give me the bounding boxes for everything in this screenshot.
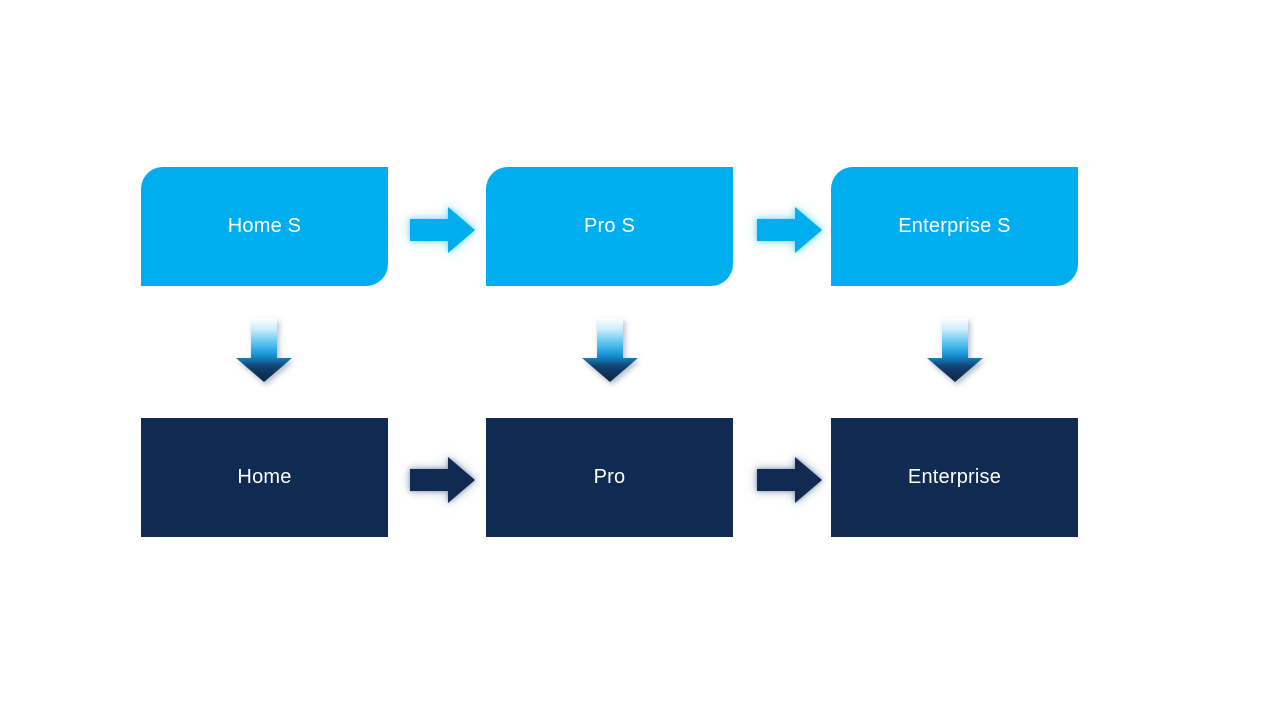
right-arrow-icon [410, 457, 475, 503]
stage-box-home: Home [141, 418, 388, 537]
down-arrow-icon [236, 318, 292, 382]
stage-box-label: Pro S [583, 215, 636, 237]
stage-box-pro-s: Pro S [486, 167, 733, 286]
down-arrow-icon [582, 318, 638, 382]
stage-box-enterprise: Enterprise [831, 418, 1078, 537]
stage-box-home-s: Home S [141, 167, 388, 286]
right-arrow-icon [757, 457, 822, 503]
right-arrow-icon [757, 207, 822, 253]
stage-box-label: Home [237, 466, 292, 488]
right-arrow-icon [410, 207, 475, 253]
stage-box-label: Enterprise S [898, 215, 1011, 237]
stage-box-label: Pro [593, 466, 626, 488]
down-arrow-icon [927, 318, 983, 382]
stage-box-pro: Pro [486, 418, 733, 537]
stage-box-label: Enterprise [907, 466, 1002, 488]
stage-box-label: Home S [227, 215, 302, 237]
stage-box-enterprise-s: Enterprise S [831, 167, 1078, 286]
